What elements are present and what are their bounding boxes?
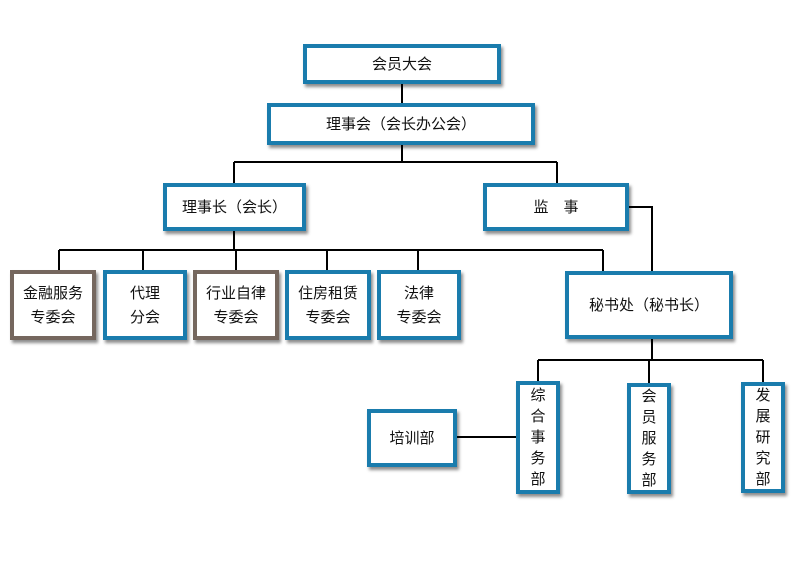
node-assembly: 会员大会 xyxy=(303,44,501,84)
node-legal-committee: 法律 专委会 xyxy=(377,270,461,340)
node-rental-committee: 住房租赁 专委会 xyxy=(285,270,371,340)
node-supervisor-label: 监 事 xyxy=(533,198,579,216)
node-training-dept: 培训部 xyxy=(367,409,457,467)
node-training-dept-label: 培训部 xyxy=(389,429,435,447)
node-development-research-dept-label: 发展研究部 xyxy=(755,386,771,488)
connector-council-split xyxy=(233,144,558,184)
node-rental-committee-line1: 住房租赁 xyxy=(297,284,358,302)
node-self-discipline-committee-line1: 行业自律 xyxy=(205,284,266,302)
node-finance-committee: 金融服务 专委会 xyxy=(10,270,96,340)
node-chairman-label: 理事长（会长） xyxy=(181,198,287,216)
node-general-affairs-dept: 综合事务部 xyxy=(516,381,560,494)
connector-supervisor-secretariat xyxy=(627,206,653,272)
node-council: 理事会（会长办公会） xyxy=(267,103,535,145)
node-finance-committee-line2: 专委会 xyxy=(30,308,76,326)
node-development-research-dept: 发展研究部 xyxy=(741,382,785,493)
node-finance-committee-line1: 金融服务 xyxy=(22,284,83,302)
node-self-discipline-committee-line2: 专委会 xyxy=(213,308,259,326)
connector-secretariat-bus xyxy=(537,338,764,385)
node-member-services-dept-label: 会员服务部 xyxy=(641,387,657,489)
node-agency-branch: 代理 分会 xyxy=(103,270,187,340)
node-member-services-dept: 会员服务部 xyxy=(627,383,671,494)
node-agency-branch-line2: 分会 xyxy=(129,308,160,326)
node-supervisor: 监 事 xyxy=(483,183,629,231)
node-legal-committee-line1: 法律 xyxy=(403,284,434,302)
node-chairman: 理事长（会长） xyxy=(163,183,306,231)
node-assembly-label: 会员大会 xyxy=(371,55,432,73)
node-council-label: 理事会（会长办公会） xyxy=(325,115,476,133)
node-secretariat-label: 秘书处（秘书长） xyxy=(588,296,709,314)
node-general-affairs-dept-label: 综合事务部 xyxy=(530,386,546,488)
connector-chairman-bus xyxy=(58,230,604,272)
node-legal-committee-line2: 专委会 xyxy=(396,308,442,326)
node-secretariat: 秘书处（秘书长） xyxy=(565,271,733,339)
node-rental-committee-line2: 专委会 xyxy=(305,308,351,326)
node-agency-branch-line1: 代理 xyxy=(129,284,160,302)
node-self-discipline-committee: 行业自律 专委会 xyxy=(193,270,279,340)
